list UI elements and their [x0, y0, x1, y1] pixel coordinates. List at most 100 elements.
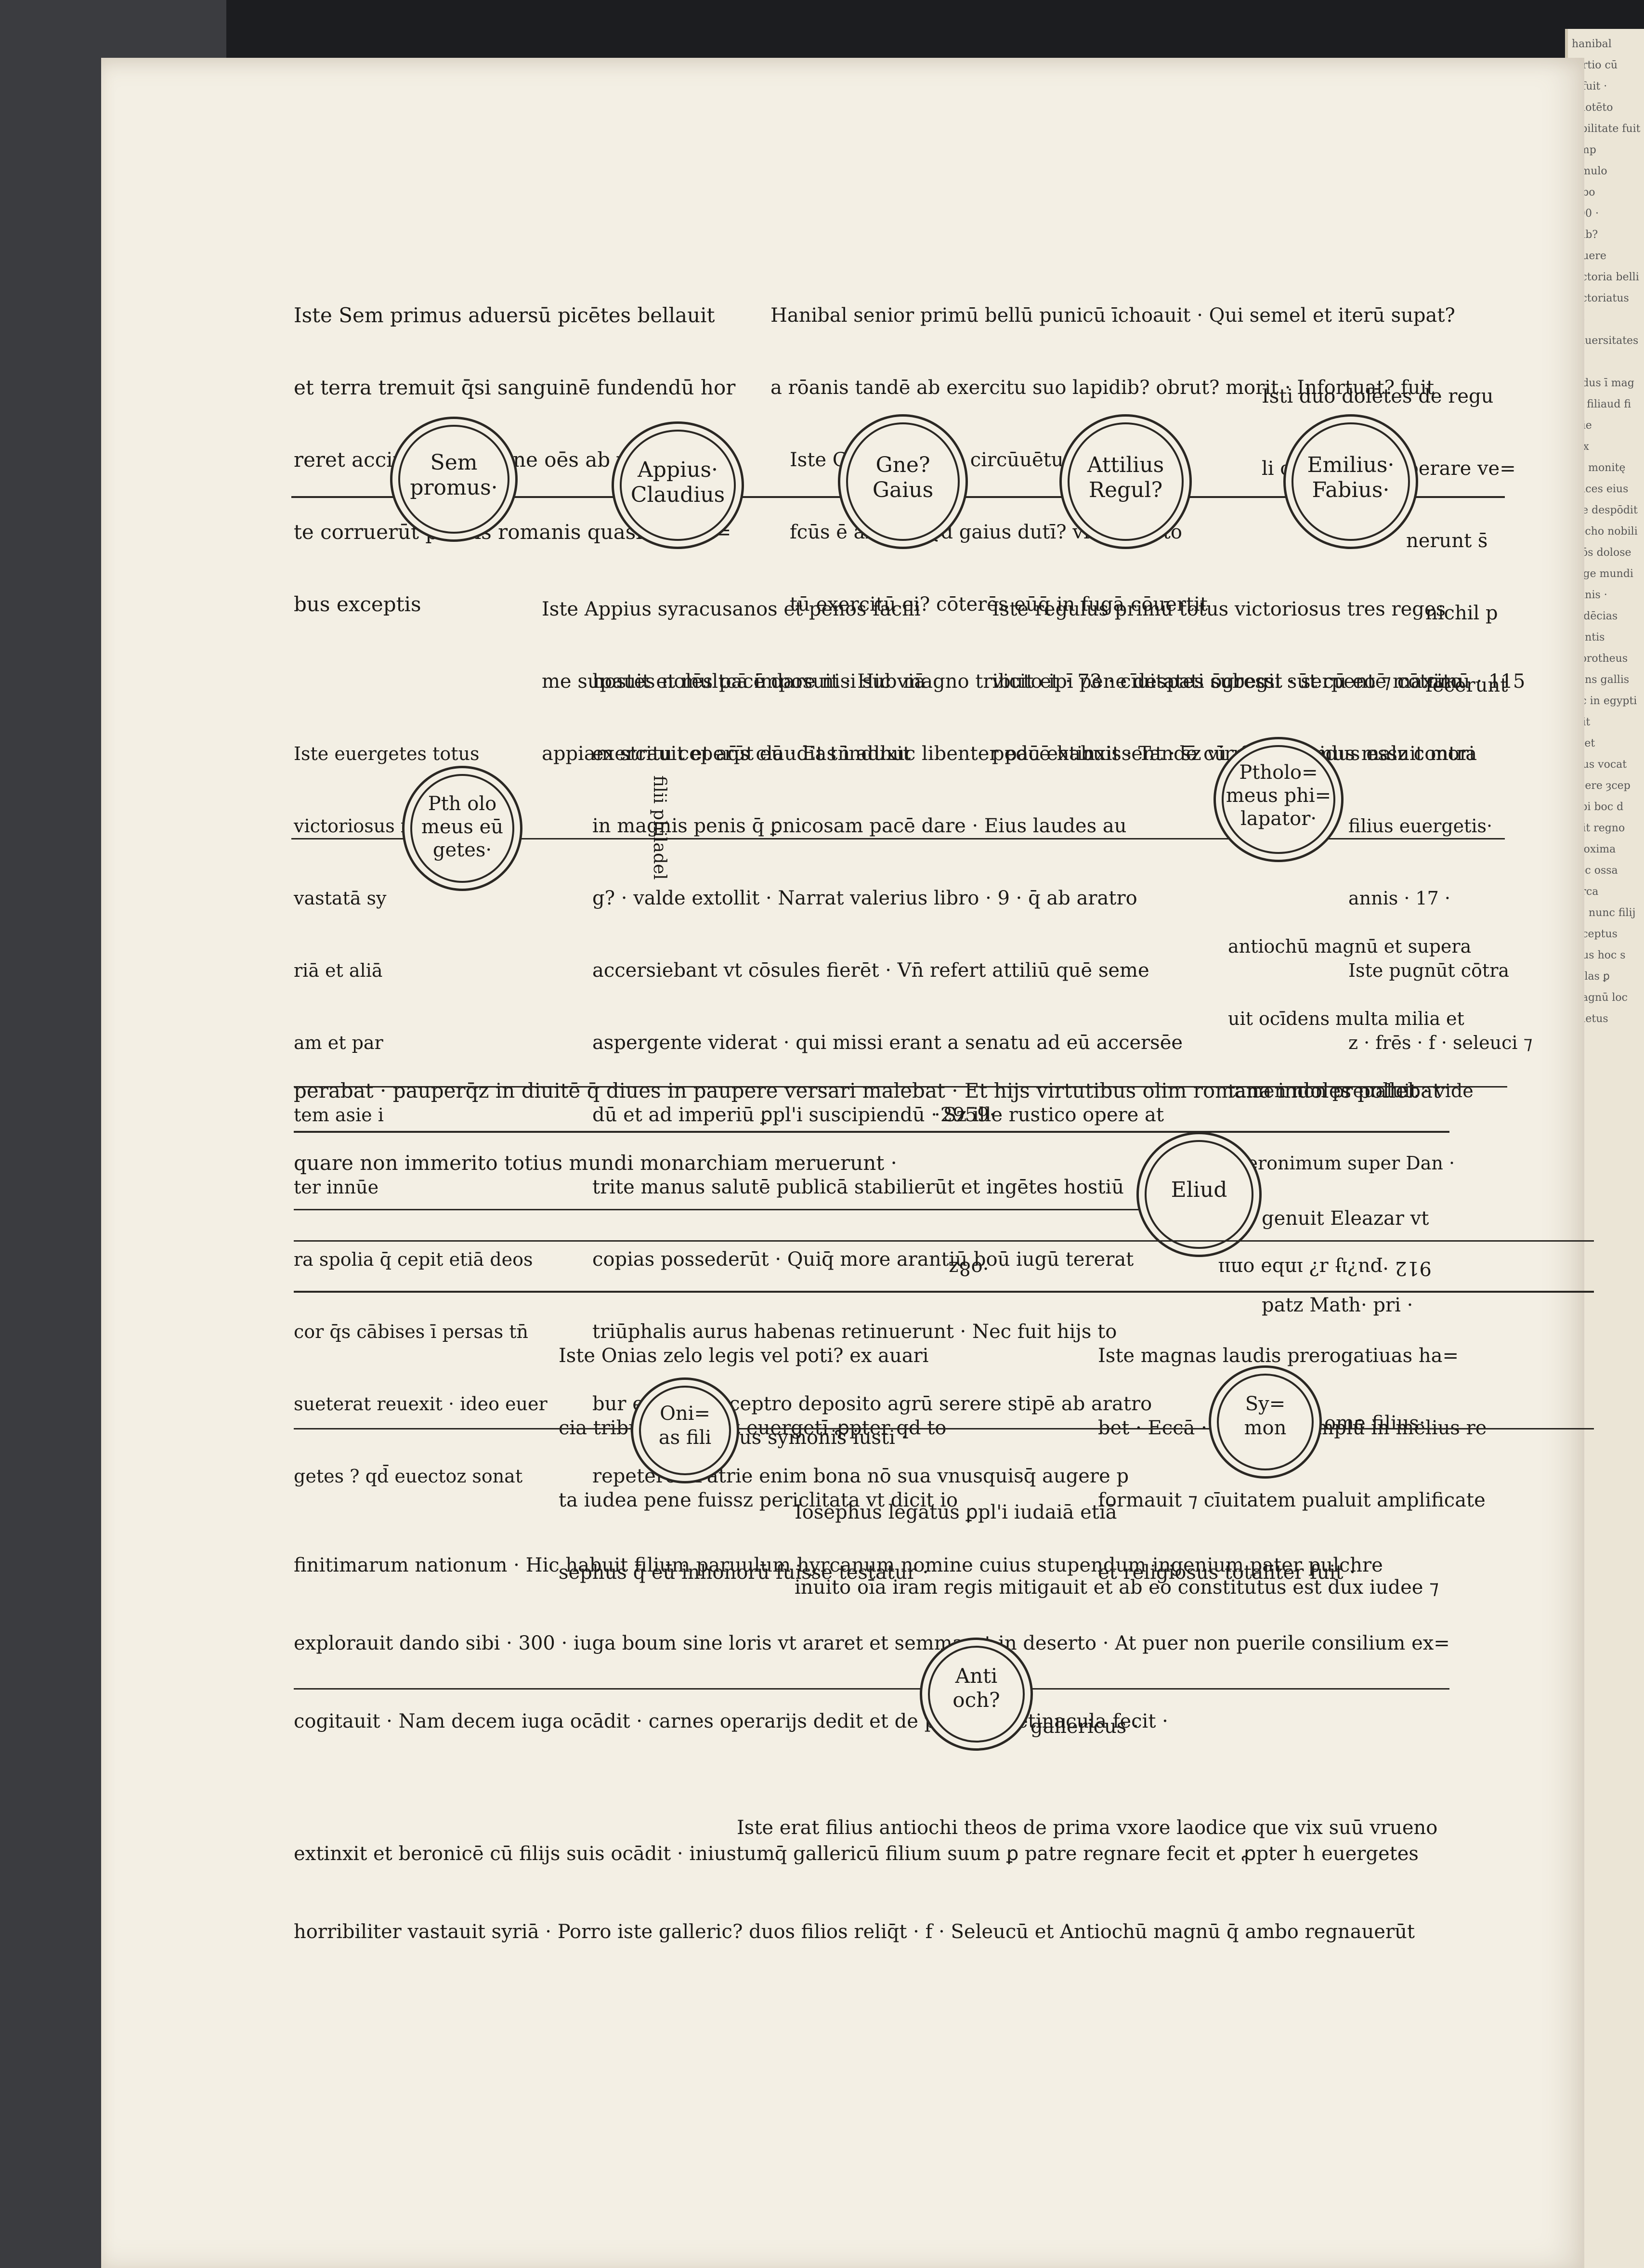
circle-ptholomeus-euergetes: Pth olo meus eū getes·	[402, 766, 522, 891]
circle-label: Oni= as fili	[658, 1403, 712, 1449]
line: patz Math· pri ·	[1262, 1294, 1413, 1316]
text-block-appius: Iste Appius syracusanos et penos facili …	[542, 549, 926, 814]
line: Iste Sem primus aduersū picētes bellauit	[294, 303, 715, 327]
scan-background-top	[226, 0, 1644, 58]
text-block-final-1: Iste erat filius antiochi theos de prima…	[737, 1763, 1437, 1893]
line: et terra tremuit q̄si sanguinē fundendū …	[294, 376, 736, 399]
gallericus-caption: gallericus ·	[1031, 1716, 1139, 1738]
line: in magnis penis q̄ ꝑnicosam pacē dare · …	[592, 815, 1127, 837]
line: ta iudea pene fuissz periclitata vt dici…	[559, 1489, 958, 1511]
text-block-final-2: extinxit et beronicē cū filijs suis ocād…	[294, 1789, 1419, 1997]
text-block-philopator: filius euergetis· annis · 17 · Iste pugn…	[1348, 766, 1533, 1103]
text-block-euergetes: Iste euergetes totus victoriosus fuit · …	[294, 694, 548, 1536]
line: annis · 17 ·	[1348, 888, 1451, 909]
circle-label: Gne? Gaius	[872, 453, 934, 502]
lineage-line-eliud	[294, 1209, 1257, 1210]
line: trite manus salutē publicā stabilierūt e…	[592, 1176, 1124, 1198]
line: appiam strauit et aq̄s claudias induxit	[542, 743, 911, 765]
text-block-regulus: Iste regulus primū totus victoriosus tre…	[992, 549, 1525, 814]
line: aspergente viderat · qui missi erant a s…	[592, 1032, 1183, 1054]
facing-page-text: hanibal tertio cū d fuit · quotēto sibil…	[1572, 38, 1641, 1025]
line: Iosephus legatus ꝑpl'i iudaiā etiā	[795, 1501, 1117, 1523]
line: fecerunt	[1425, 674, 1508, 696]
line: et religiosus totaliter fuit ·	[1098, 1561, 1356, 1584]
text-block-regulus-continued: hostes nolēs pacē dare nisi sub magno tr…	[592, 621, 1475, 1536]
circle-label: Sy= mon	[1244, 1393, 1287, 1439]
line: exercitu ceperūt eū · Et tn̄ adhuc liben…	[592, 743, 1475, 765]
circle-symon: Sy= mon	[1209, 1365, 1322, 1479]
line: filius euergetis·	[1348, 815, 1493, 837]
line: triūphalis aurus habenas retinuerunt · N…	[592, 1321, 1117, 1343]
circle-emilius-fabius: Emilius· Fabius·	[1283, 414, 1418, 549]
vertical-label: filii philadel	[650, 775, 669, 880]
line: tamen non preualuit · vide	[1228, 1080, 1474, 1101]
text-block-josephus-2: finitimarum nationum · Hic habuit filium…	[294, 1500, 1450, 1786]
onias-caption: us symonis iusti ·	[739, 1427, 908, 1449]
line: sueterat reuexit · ideo euer	[294, 1393, 548, 1415]
lineage-line-onias	[294, 1428, 1594, 1429]
line: perabat · pauperq̄z in diuitē q̄ diues i…	[294, 1079, 1441, 1102]
circle-appius-claudius: Appius· Claudius	[612, 421, 744, 549]
line: genuit Eleazar vt	[1262, 1207, 1429, 1230]
text-block-philopator-2: antiochū magnū et supera uit ocīdens mul…	[1228, 886, 1474, 1223]
line: nichil p	[1425, 602, 1498, 624]
line: pedū extinxit · Tandē cū nimis rigidus e…	[992, 743, 1477, 765]
line: Iste Appius syracusanos et penos facili	[542, 598, 921, 620]
line: antiochū magnū et supera	[1228, 936, 1472, 957]
line: cor q̄s cābises ī persas tn̄	[294, 1321, 528, 1342]
divider-line	[294, 1291, 1594, 1293]
line: formauit ⁊ cīuitatem pualuit amplificate	[1098, 1489, 1486, 1511]
line: finitimarum nationum · Hic habuit filium…	[294, 1554, 1383, 1576]
year-label: ·2959·	[934, 1104, 996, 1126]
circle-label: Eliud	[1171, 1178, 1227, 1202]
line: Iste magnas laudis prerogatiuas ha=	[1098, 1345, 1459, 1367]
line: a rōanis tandē ab exercitu suo lapidib? …	[770, 377, 1435, 399]
line: extinxit et beronicē cū filijs suis ocād…	[294, 1843, 1419, 1865]
line: dū et ad imperiū ꝑpl'i suscipiendū · Sz …	[592, 1104, 1164, 1126]
line: g? · valde extollit · Narrat valerius li…	[592, 887, 1137, 909]
circle-label: Emilius· Fabius·	[1307, 453, 1395, 502]
circle-label: Attilius Regul?	[1087, 453, 1164, 502]
line: Iste regulus primū totus victoriosus tre…	[992, 598, 1446, 620]
line: copias possederūt · Quiq̄ more arantiū b…	[592, 1248, 1134, 1271]
circle-onias: Oni= as fili	[631, 1377, 739, 1483]
line: horribiliter vastauit syriā · Porro iste…	[294, 1921, 1415, 1943]
line: cogitauit · Nam decem iuga ocādit · carn…	[294, 1710, 1168, 1732]
line: inuito oīa iram regis mitigauit et ab eo…	[795, 1576, 1439, 1599]
circle-label: Appius· Claudius	[630, 458, 725, 507]
bleed-through-text: ·o8z	[949, 1257, 989, 1279]
line: Iste pugnūt cōtra	[1348, 960, 1510, 981]
circle-label: Anti och?	[952, 1664, 1000, 1712]
line: nerunt s̄	[1406, 530, 1488, 552]
line: Iste erat filius antiochi theos de prima…	[737, 1817, 1438, 1839]
circle-attilius-regulus: Attilius Regul?	[1059, 414, 1192, 549]
line: z · frēs · f · seleuci ⁊	[1348, 1032, 1533, 1053]
line: tū exercitū ei? cōterēs eūq̄ in fugā cōu…	[790, 593, 1208, 616]
divider-line	[294, 1086, 1507, 1088]
line: explorauit dando sibi · 300 · iuga boum …	[294, 1632, 1450, 1654]
line: vastatā sy	[294, 888, 387, 909]
bleed-through-text: 912 ·pu?ıɟ ɹ? ınbǝ onıı	[1218, 1257, 1432, 1279]
line: ra spolia q̄ cepit etiā deos	[294, 1249, 533, 1270]
circle-ptholomeus-philopator: Ptholo= meus phi= lapator·	[1213, 737, 1344, 862]
line: bus exceptis	[294, 592, 421, 616]
circle-label: Ptholo= meus phi= lapator·	[1226, 761, 1331, 830]
divider-line	[294, 1131, 1449, 1133]
lineage-line-ptolemies	[291, 838, 1505, 839]
line: riā et aliā	[294, 960, 383, 981]
line: Iste euergetes totus	[294, 743, 480, 764]
divider-line	[294, 1240, 1594, 1242]
line: hostes nolēs pacē dare nisi sub magno tr…	[592, 670, 1462, 693]
circle-antiochus: Anti och?	[920, 1638, 1033, 1751]
circle-gneus-gaius: Gne? Gaius	[838, 414, 968, 549]
text-block-closing: perabat · pauperq̄z in diuitē q̄ diues i…	[294, 1031, 1441, 1223]
line: ter innūe	[294, 1177, 379, 1198]
line: accersiebant vt cōsules fierēt · Vn̄ ref…	[592, 959, 1149, 982]
circle-label: Pth olo meus eū getes·	[421, 793, 504, 861]
line: tem asie i	[294, 1104, 384, 1126]
text-block-josephus-1: Iosephus legatus ꝑpl'i iudaiā etiā inuit…	[795, 1450, 1439, 1650]
line: me supauit et multcā imposuit · Hic viā	[542, 670, 926, 693]
lineage-line-antiochus	[294, 1688, 1449, 1690]
symon-caption: ome filius·	[1324, 1412, 1425, 1434]
line: Isti duo dolētes de regu	[1262, 385, 1494, 407]
